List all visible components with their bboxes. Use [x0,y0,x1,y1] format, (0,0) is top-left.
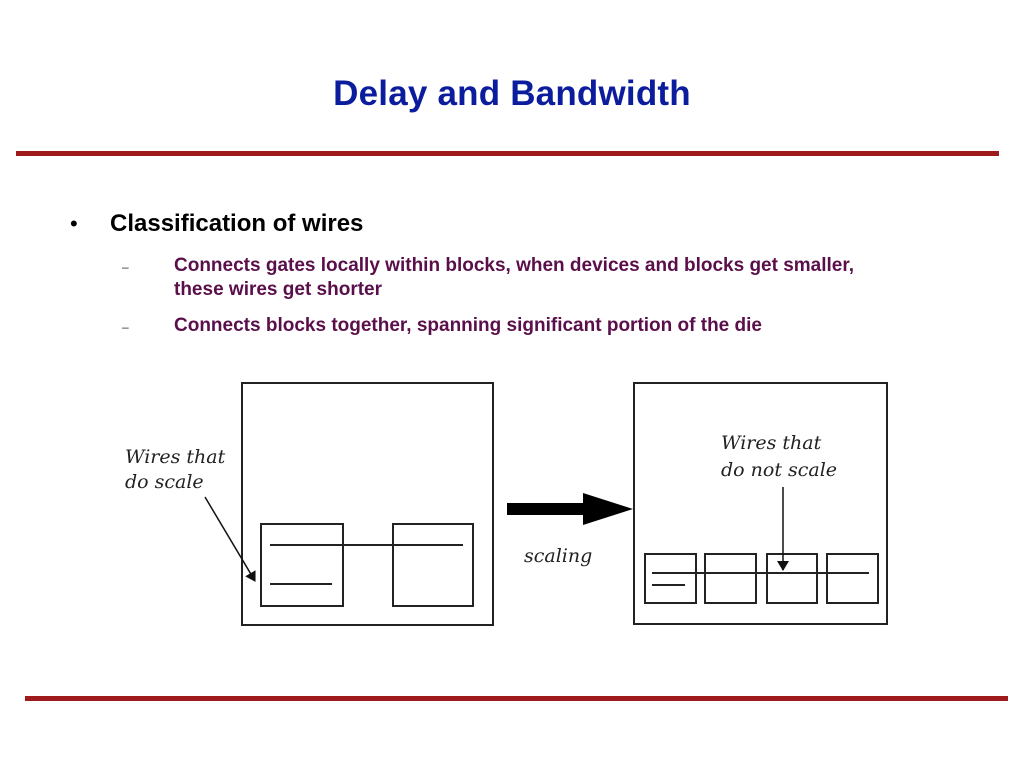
bottom-divider [25,696,1008,701]
scaling-label: scaling [524,545,592,567]
scaling-arrow [507,493,633,525]
bullet-item: • Classification of wires [70,210,363,238]
top-divider [16,151,999,156]
sub-bullet-text: Connects blocks together, spanning signi… [174,314,964,338]
sub-bullet-text: Connects gates locally within blocks, wh… [174,254,964,302]
label-line: Wires that [721,432,822,454]
bullet-marker: • [70,211,78,236]
die-after-scaling [633,382,888,625]
bullet-text: Classification of wires [110,210,364,237]
sub-bullet-marker: – [122,260,129,274]
sub-bullet-item: – Connects blocks together, spanning sig… [122,314,964,338]
block-right-3 [766,553,818,604]
slide-title: Delay and Bandwidth [333,74,691,113]
label-wires-that-do-scale: Wires that do scale [125,446,231,493]
label-line: Wires that [125,446,226,468]
sub-bullet-line: Connects gates locally within blocks, wh… [174,255,855,276]
sub-bullet-marker: – [122,320,129,334]
block-right-1 [644,553,697,604]
label-wires-that-do-not-scale: Wires that do not scale [721,432,837,481]
die-before-scaling [241,382,494,626]
sub-bullet-line: Connects blocks together, spanning signi… [174,315,762,336]
label-line: do scale [125,471,204,493]
label-line: do not scale [721,459,837,481]
pointer-arrow-left [204,496,256,582]
block-right-2 [704,553,757,604]
block-left-1 [260,523,344,607]
block-left-2 [392,523,474,607]
block-right-4 [826,553,879,604]
sub-bullet-item: – Connects gates locally within blocks, … [122,254,964,302]
sub-bullet-line: these wires get shorter [174,279,383,300]
